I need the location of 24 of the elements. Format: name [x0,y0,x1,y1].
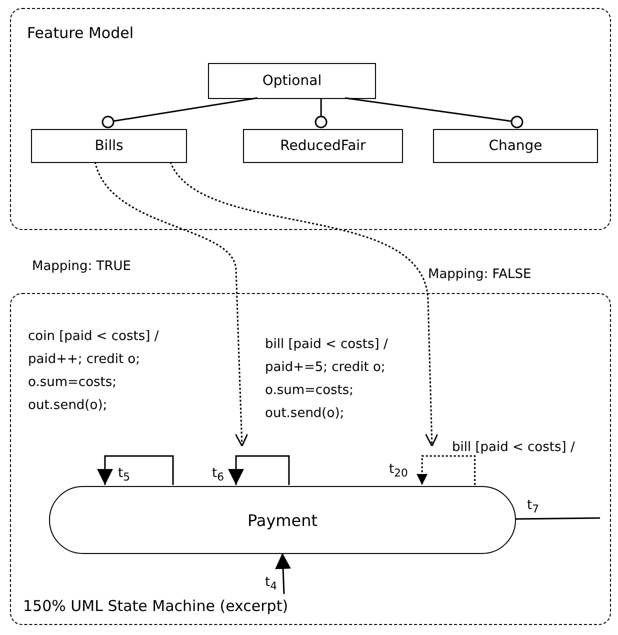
state-node: Payment [49,486,516,554]
optional-feature-connector [102,97,258,128]
frame-title: Feature Model [27,25,134,42]
frame-title: 150% UML State Machine (excerpt) [23,598,288,615]
state-machine-frame [10,293,611,625]
self-transition-arrow [416,455,476,485]
transition-label: coin [paid < costs] / paid++; credit o; o.sum=costs; out.send(o); [28,328,160,415]
optional-feature-connector [344,97,524,128]
transition-arrow [275,552,292,594]
feature-box: Optional [208,63,376,99]
transition-label: bill [paid < costs] / paid+=5; credit o; o.sum=costs; out.send(o); [265,336,389,423]
feature-box: Bills [31,129,187,163]
transition-line [514,517,600,520]
optional-feature-connector [314,98,328,128]
self-transition-arrow [96,455,174,485]
mapping-arrow [94,162,248,447]
feature-box: Change [433,129,598,163]
mapping-arrow [170,162,438,447]
edge-label: Mapping: FALSE [428,267,532,282]
transition-label: bill [paid < costs] / [452,439,576,457]
edge-label: Mapping: TRUE [32,259,132,274]
feature-box: ReducedFair [243,129,403,163]
feature-model-frame [10,8,611,230]
self-transition-arrow [228,455,290,485]
